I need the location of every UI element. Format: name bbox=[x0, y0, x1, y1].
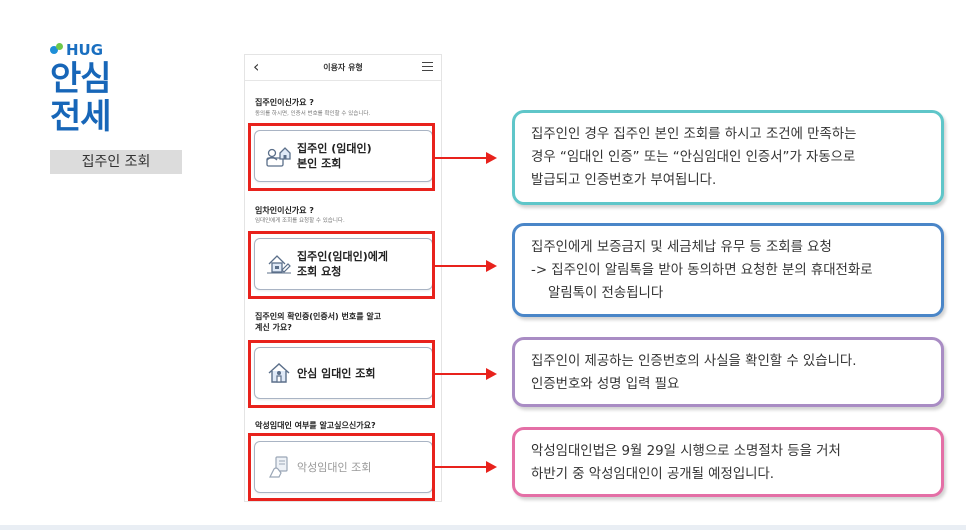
arrow-1 bbox=[435, 152, 497, 164]
arrow-3 bbox=[435, 368, 497, 380]
bottom-divider bbox=[0, 525, 966, 530]
note-landlord-self-check: 집주인인 경우 집주인 본인 조회를 하시고 조건에 만족하는 경우 “임대인 … bbox=[512, 110, 944, 205]
note-malicious-landlord: 악성임대인법은 9월 29일 시행으로 소명절차 등을 거처 하반기 중 악성임… bbox=[512, 427, 944, 497]
hug-logo-icon bbox=[50, 43, 64, 57]
malicious-landlord-question: 악성임대인 여부를 알고싶으신가요? bbox=[255, 421, 376, 430]
highlight-frame-1 bbox=[248, 123, 435, 191]
note-3-line-2: 인증번호와 성명 입력 필요 bbox=[531, 377, 680, 392]
brand-title-line2: 전세 bbox=[50, 97, 112, 137]
hand-document-icon bbox=[261, 455, 297, 479]
landlord-self-check-button[interactable]: 집주인 (임대인) 본인 조회 bbox=[254, 130, 433, 182]
phone-screen: ‹ 이용자 유형 집주인이신가요 ? 동의를 하시면, 인증서 번호를 확인할 … bbox=[244, 54, 442, 502]
section-label: 집주인 조회 bbox=[50, 150, 182, 174]
malicious-landlord-check-label: 악성임대인 조회 bbox=[297, 460, 372, 474]
note-4-line-2: 하반기 중 악성임대인이 공개될 예정입니다. bbox=[531, 467, 775, 482]
certificate-question-line1: 집주인의 확인증(인증서) 번호를 알고 bbox=[255, 312, 382, 321]
note-3-line-1: 집주인이 제공하는 인증번호의 사실을 확인할 수 있습니다. bbox=[531, 354, 857, 369]
note-request-check: 집주인에게 보증금지 및 세금체납 유무 등 조회를 요청 -> 집주인이 알림… bbox=[512, 223, 944, 317]
phone-title: 이용자 유형 bbox=[323, 63, 363, 72]
tenant-description: 임대인에게 조회를 요청할 수 있습니다. bbox=[255, 218, 345, 224]
request-house-icon bbox=[261, 253, 297, 275]
landlord-self-check-label-1: 집주인 (임대인) bbox=[297, 142, 372, 155]
tenant-question: 임차인이신가요 ? bbox=[255, 206, 314, 215]
note-2-line-3: 알림톡이 전송됩니다 bbox=[531, 286, 664, 301]
highlight-frame-2 bbox=[248, 231, 435, 299]
request-landlord-check-label-1: 집주인(임대인)에게 bbox=[297, 250, 389, 263]
request-landlord-check-button[interactable]: 집주인(임대인)에게 조회 요청 bbox=[254, 238, 433, 290]
back-icon[interactable]: ‹ bbox=[253, 57, 260, 76]
hamburger-icon[interactable] bbox=[422, 62, 433, 71]
arrow-4 bbox=[435, 461, 497, 473]
note-2-line-1: 집주인에게 보증금지 및 세금체납 유무 등 조회를 요청 bbox=[531, 240, 832, 255]
landlord-id-icon bbox=[261, 145, 297, 167]
house-icon bbox=[261, 362, 297, 384]
note-1-line-2: 경우 “임대인 인증” 또는 “안심임대인 인증서”가 자동으로 bbox=[531, 150, 856, 165]
brand-title-line1: 안심 bbox=[50, 59, 112, 99]
highlight-frame-3 bbox=[248, 340, 435, 408]
note-2-line-2: -> 집주인이 알림톡을 받아 동의하면 요청한 분의 휴대전화로 bbox=[531, 263, 873, 278]
malicious-landlord-check-button[interactable]: 악성임대인 조회 bbox=[254, 441, 433, 493]
note-4-line-1: 악성임대인법은 9월 29일 시행으로 소명절차 등을 거처 bbox=[531, 444, 841, 459]
landlord-description: 동의를 하시면, 인증서 번호를 확인할 수 있습니다. bbox=[255, 111, 371, 117]
phone-header: ‹ 이용자 유형 bbox=[245, 55, 441, 81]
safe-landlord-check-button[interactable]: 안심 임대인 조회 bbox=[254, 347, 433, 399]
note-safe-landlord: 집주인이 제공하는 인증번호의 사실을 확인할 수 있습니다. 인증번호와 성명… bbox=[512, 337, 944, 407]
landlord-question: 집주인이신가요 ? bbox=[255, 98, 314, 107]
hug-logo: HUG 안심 전세 bbox=[50, 40, 130, 136]
note-1-line-3: 발급되고 인증번호가 부여됩니다. bbox=[531, 173, 717, 188]
landlord-self-check-label-2: 본인 조회 bbox=[297, 157, 342, 170]
certificate-question-line2: 계신 가요? bbox=[255, 323, 292, 332]
hug-logo-text: HUG bbox=[66, 41, 104, 59]
arrow-2 bbox=[435, 260, 497, 272]
safe-landlord-check-label: 안심 임대인 조회 bbox=[297, 366, 376, 380]
note-1-line-1: 집주인인 경우 집주인 본인 조회를 하시고 조건에 만족하는 bbox=[531, 127, 857, 142]
request-landlord-check-label-2: 조회 요청 bbox=[297, 265, 342, 278]
highlight-frame-4 bbox=[248, 433, 435, 501]
